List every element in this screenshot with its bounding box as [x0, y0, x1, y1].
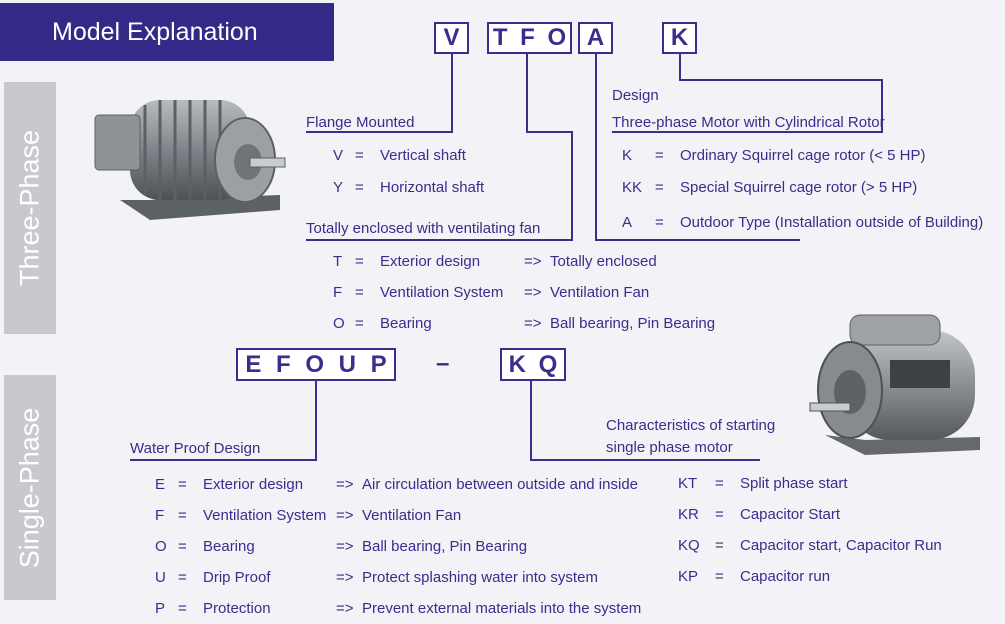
flange-code: V [333, 147, 344, 164]
tefc-desc: Ventilation System [380, 284, 504, 301]
three-phase-tab: Three-Phase [4, 82, 56, 334]
code-box-efoup: E F O U P [236, 348, 396, 381]
waterproof-heading: Water Proof Design [130, 440, 261, 457]
starting-code: KQ [678, 537, 700, 554]
waterproof-desc: Bearing [203, 538, 255, 555]
connector-kq [530, 380, 760, 461]
waterproof-result: Air circulation between outside and insi… [362, 476, 638, 493]
design-eq: = [655, 214, 664, 231]
starting-eq: = [715, 475, 724, 492]
three-phase-motor-image [94, 100, 286, 220]
waterproof-code: P [155, 600, 166, 617]
waterproof-desc: Ventilation System [203, 507, 327, 524]
tefc-result: Totally enclosed [550, 253, 657, 270]
waterproof-result: Ball bearing, Pin Bearing [362, 538, 528, 555]
flange-heading: Flange Mounted [306, 114, 415, 131]
connector-a [595, 52, 800, 241]
design-code: KK [622, 179, 643, 196]
waterproof-eq: = [178, 569, 187, 586]
starting-desc: Capacitor run [740, 568, 831, 585]
design-heading: Three-phase Motor with Cylindrical Rotor [612, 114, 885, 131]
connector-efoup [130, 380, 317, 461]
design-code: K [622, 147, 633, 164]
flange-eq: = [355, 147, 364, 164]
page-title: Model Explanation [0, 3, 334, 61]
single-phase-tab: Single-Phase [4, 375, 56, 600]
design-eq: = [655, 147, 664, 164]
starting-desc: Split phase start [740, 475, 848, 492]
waterproof-desc: Exterior design [203, 476, 304, 493]
tefc-result: Ball bearing, Pin Bearing [550, 315, 716, 332]
starting-code: KR [678, 506, 699, 523]
waterproof-code: E [155, 476, 166, 493]
code-box-kq: K Q [500, 348, 566, 381]
tefc-code: T [333, 253, 343, 270]
waterproof-result: Prevent external materials into the syst… [362, 600, 642, 617]
tefc-eq: = [355, 284, 364, 301]
design-label: Design [612, 87, 659, 104]
tefc-arrow: => [524, 315, 542, 332]
starting-heading-line1: Characteristics of starting [606, 417, 776, 434]
code-box-tfo: T F O [487, 22, 572, 54]
connector-k [612, 52, 883, 133]
flange-code: Y [333, 179, 344, 196]
waterproof-result: Protect splashing water into system [362, 569, 598, 586]
waterproof-eq: = [178, 600, 187, 617]
connector-v [416, 52, 453, 133]
connector-tfo [306, 52, 573, 241]
starting-eq: = [715, 506, 724, 523]
waterproof-eq: = [178, 476, 187, 493]
starting-code: KT [678, 475, 698, 492]
waterproof-arrow: => [336, 538, 354, 555]
waterproof-arrow: => [336, 507, 354, 524]
tefc-result: Ventilation Fan [550, 284, 650, 301]
waterproof-eq: = [178, 538, 187, 555]
waterproof-code: U [155, 569, 166, 586]
starting-desc: Capacitor start, Capacitor Run [740, 537, 942, 554]
flange-desc: Vertical shaft [380, 147, 466, 164]
design-desc: Special Squirrel cage rotor (> 5 HP) [680, 179, 918, 196]
flange-eq: = [355, 179, 364, 196]
design-eq: = [655, 179, 664, 196]
starting-code: KP [678, 568, 699, 585]
tefc-code: F [333, 284, 343, 301]
design-desc: Outdoor Type (Installation outside of Bu… [680, 214, 984, 231]
flange-desc: Horizontal shaft [380, 179, 485, 196]
tefc-code: O [333, 315, 345, 332]
tefc-desc: Exterior design [380, 253, 481, 270]
waterproof-code: F [155, 507, 165, 524]
waterproof-eq: = [178, 507, 187, 524]
design-desc: Ordinary Squirrel cage rotor (< 5 HP) [680, 147, 926, 164]
code-dash: – [436, 350, 450, 377]
tefc-arrow: => [524, 253, 542, 270]
starting-eq: = [715, 568, 724, 585]
design-code: A [622, 214, 633, 231]
waterproof-desc: Protection [203, 600, 271, 617]
single-phase-motor-image [809, 314, 980, 455]
waterproof-arrow: => [336, 476, 354, 493]
code-box-v: V [434, 22, 469, 54]
waterproof-result: Ventilation Fan [362, 507, 462, 524]
tefc-eq: = [355, 253, 364, 270]
starting-desc: Capacitor Start [740, 506, 841, 523]
code-box-k: K [662, 22, 697, 54]
waterproof-desc: Drip Proof [203, 569, 271, 586]
tefc-arrow: => [524, 284, 542, 301]
starting-eq: = [715, 537, 724, 554]
waterproof-arrow: => [336, 600, 354, 617]
waterproof-arrow: => [336, 569, 354, 586]
code-box-a: A [578, 22, 613, 54]
waterproof-code: O [155, 538, 167, 555]
starting-heading-line2: single phase motor [606, 439, 733, 456]
tefc-desc: Bearing [380, 315, 432, 332]
tefc-eq: = [355, 315, 364, 332]
tefc-heading: Totally enclosed with ventilating fan [306, 220, 541, 237]
